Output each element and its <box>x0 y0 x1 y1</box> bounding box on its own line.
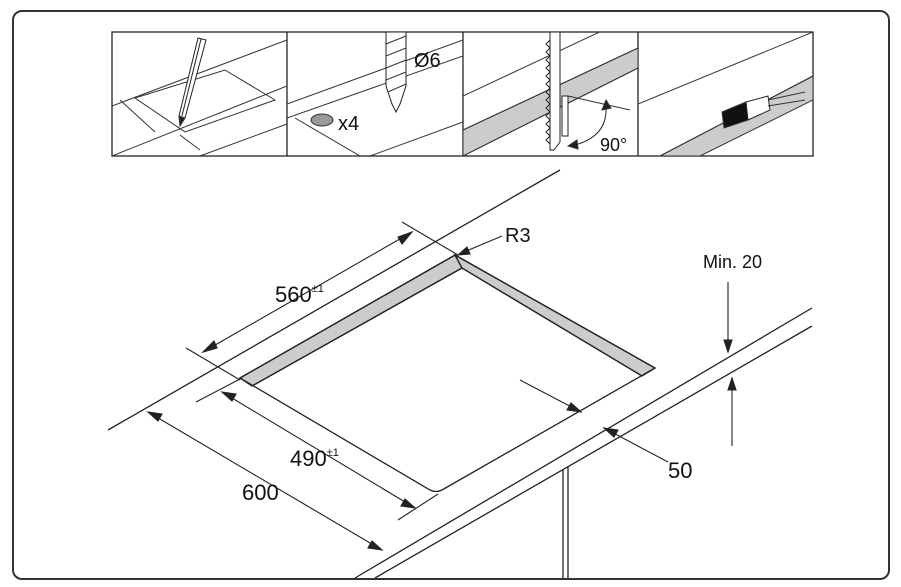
dim-560-line <box>202 231 413 353</box>
dim-560-value: 560 <box>275 282 312 307</box>
step-4-sealing <box>638 32 813 156</box>
pencil-icon <box>178 37 207 128</box>
corner-radius-label: R3 <box>505 225 531 247</box>
dim-490-tolerance: ±1 <box>327 447 339 459</box>
worktop-back-edge <box>107 169 561 431</box>
drill-bit-icon <box>385 31 407 114</box>
dim-490-label: 490±1 <box>290 446 339 471</box>
dim-600-label: 600 <box>242 480 279 505</box>
dim-560-label: 560±1 <box>275 282 324 307</box>
step-1-marking <box>112 37 287 156</box>
saw-angle-label: 90° <box>600 135 627 155</box>
angle-arc <box>574 105 607 146</box>
step-3-sawing <box>463 31 638 156</box>
dim-560-tolerance: ±1 <box>312 283 324 295</box>
worktop-front-top-edge <box>354 307 813 579</box>
dimension-lines <box>146 221 737 551</box>
drill-hole-icon <box>310 113 334 127</box>
jigsaw-blade-icon <box>545 31 569 151</box>
cutout-outline <box>238 254 657 493</box>
sealing-strip-icon <box>721 91 806 129</box>
worktop-drawing <box>107 169 813 579</box>
dim-600-line <box>147 411 383 551</box>
drill-diameter-label: Ø6 <box>414 50 441 72</box>
dim-50-label: 50 <box>668 458 692 483</box>
dim-490-value: 490 <box>290 446 327 471</box>
min-thickness-label: Min. 20 <box>703 252 762 272</box>
dim-490-line <box>221 391 416 509</box>
step-2-drilling <box>287 31 463 156</box>
cutout-back-wall <box>238 254 463 387</box>
worktop-front-bottom-edge <box>374 325 813 579</box>
cutout-side-wall <box>453 253 657 377</box>
hole-count-label: x4 <box>338 113 359 135</box>
